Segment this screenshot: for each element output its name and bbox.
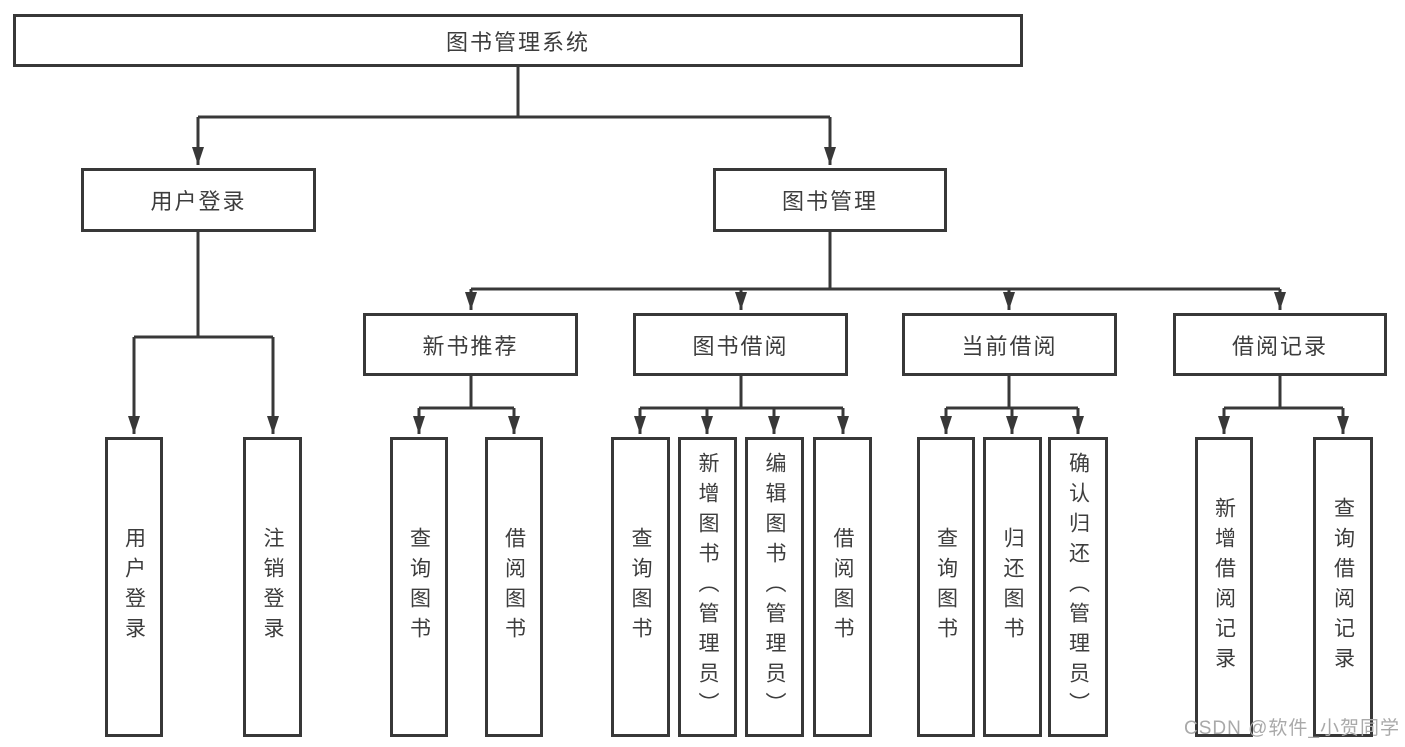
leaf-add-borrow-record-label: 新增借阅记录 xyxy=(1212,497,1236,677)
node-book-management-label: 图书管理 xyxy=(781,189,878,214)
leaf-user-login-label: 用户登录 xyxy=(122,527,146,647)
node-user-login: 用户登录 xyxy=(81,168,316,232)
node-current-borrowing-label: 当前借阅 xyxy=(961,333,1058,359)
leaf-query-borrow-record-label: 查询借阅记录 xyxy=(1331,497,1355,677)
leaf-query-books-current: 查询图书 xyxy=(917,437,975,737)
node-new-book-recommend: 新书推荐 xyxy=(363,313,578,376)
node-root-label: 图书管理系统 xyxy=(445,29,590,55)
leaf-borrow-books-borrowing: 借阅图书 xyxy=(813,437,872,737)
leaf-logout-label: 注销登录 xyxy=(261,527,284,647)
leaf-add-borrow-record: 新增借阅记录 xyxy=(1195,437,1253,737)
node-current-borrowing: 当前借阅 xyxy=(902,313,1117,376)
leaf-borrow-books-recommend-label: 借阅图书 xyxy=(502,527,526,647)
node-book-borrowing-label: 图书借阅 xyxy=(692,333,789,359)
node-new-book-recommend-label: 新书推荐 xyxy=(422,333,519,359)
leaf-user-login: 用户登录 xyxy=(105,437,163,737)
leaf-edit-books-admin-label: 编辑图书（管理员） xyxy=(763,452,786,722)
leaf-return-books: 归还图书 xyxy=(983,437,1042,737)
node-user-login-label: 用户登录 xyxy=(150,189,247,214)
leaf-query-books-borrowing: 查询图书 xyxy=(611,437,670,737)
leaf-query-books-borrowing-label: 查询图书 xyxy=(629,527,652,647)
leaf-confirm-return-admin: 确认归还（管理员） xyxy=(1048,437,1108,737)
leaf-query-books-recommend: 查询图书 xyxy=(390,437,448,737)
leaf-add-books-admin: 新增图书（管理员） xyxy=(678,437,737,737)
leaf-borrow-books-borrowing-label: 借阅图书 xyxy=(831,527,854,647)
leaf-add-books-admin-label: 新增图书（管理员） xyxy=(696,452,719,722)
leaf-confirm-return-admin-label: 确认归还（管理员） xyxy=(1066,452,1090,722)
node-book-management: 图书管理 xyxy=(713,168,947,232)
leaf-return-books-label: 归还图书 xyxy=(1001,527,1024,647)
leaf-query-books-current-label: 查询图书 xyxy=(934,527,958,647)
leaf-query-books-recommend-label: 查询图书 xyxy=(407,527,431,647)
node-borrowing-records: 借阅记录 xyxy=(1173,313,1387,376)
leaf-logout: 注销登录 xyxy=(243,437,302,737)
node-borrowing-records-label: 借阅记录 xyxy=(1231,333,1328,359)
node-root: 图书管理系统 xyxy=(13,14,1023,67)
node-book-borrowing: 图书借阅 xyxy=(633,313,848,376)
leaf-edit-books-admin: 编辑图书（管理员） xyxy=(745,437,804,737)
leaf-query-borrow-record: 查询借阅记录 xyxy=(1313,437,1373,737)
csdn-watermark: CSDN @软件_小贺同学 xyxy=(1184,718,1400,739)
leaf-borrow-books-recommend: 借阅图书 xyxy=(485,437,543,737)
